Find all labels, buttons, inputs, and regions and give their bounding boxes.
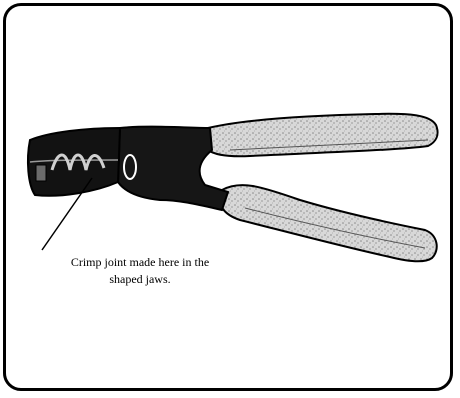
- caption-line-2: shaped jaws.: [40, 271, 240, 288]
- caption: Crimp joint made here in the shaped jaws…: [40, 254, 240, 288]
- caption-line-1: Crimp joint made here in the: [40, 254, 240, 271]
- upper-handle: [208, 114, 438, 156]
- plier-body: [118, 127, 228, 210]
- lower-handle: [220, 185, 437, 261]
